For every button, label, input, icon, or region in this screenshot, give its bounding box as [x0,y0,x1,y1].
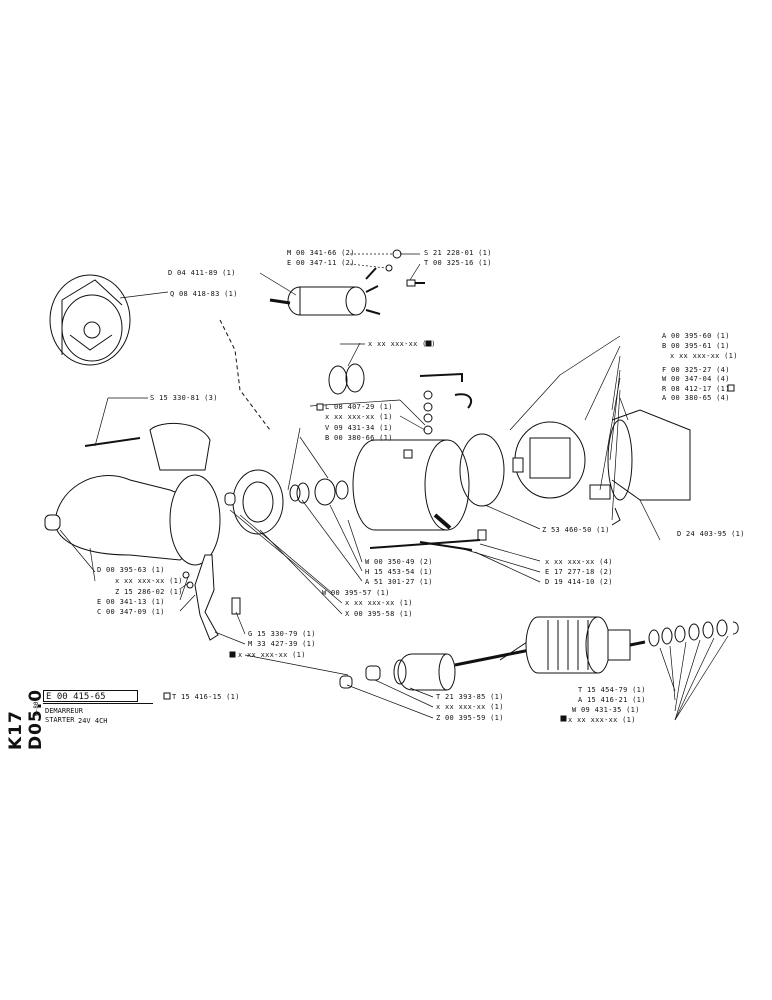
label-z-53-460-50: Z 53 460-50 (1) [542,526,610,534]
label-r-08-412-17: R 08 412-17 (1) [662,385,730,393]
label-d-24-403-95: D 24 403-95 (1) [677,530,745,538]
title-french: DEMARREUR [45,707,83,715]
shift-lever [182,554,241,641]
solenoid-assembly [269,249,425,316]
title-spec: 24V 4CH [78,717,108,725]
label-xx-top: x xx xxx-xx (1) [368,340,436,348]
label-xx-rod: x xx xxx-xx (4) [545,558,613,566]
label-xx-armature: x xx xxx-xx (1) [568,716,636,724]
label-g-15-330-79: G 15 330-79 (1) [248,630,316,638]
label-a-15-416-21: A 15 416-21 (1) [578,696,646,704]
label-xx-mid: x xx xxx-xx (1) [325,413,393,421]
drive-end-housing [44,422,221,566]
label-m-33-427-39: M 33 427-39 (1) [248,640,316,648]
field-frame-yoke [352,439,470,531]
label-d-19-414-10: D 19 414-10 (2) [545,578,613,586]
label-b-00-395-61: B 00 395-61 (1) [662,342,730,350]
gasket-ring [459,433,505,507]
label-d-00-395-63: D 00 395-63 (1) [97,566,165,574]
label-t-21-393-85: T 21 393-85 (1) [436,693,504,701]
end-washers [648,619,739,647]
title-divider [43,703,153,704]
label-xx-left: x xx xxx-xx (1) [115,577,183,585]
label-a-51-301-27: A 51 301-27 (1) [365,578,433,586]
washer-stack [224,469,349,535]
label-xx-t21: x xx xxx-xx (1) [436,703,504,711]
leader-lines [59,253,729,721]
label-l-08-407-29: L 08 407-29 (1) [325,403,393,411]
label-a-00-395-60: A 00 395-60 (1) [662,332,730,340]
label-a-00-380-65: A 00 380-65 (4) [662,394,730,402]
armature [454,616,646,674]
top-note: T 15 416-15 (1) [172,693,240,701]
title-english: STARTER [45,716,75,724]
label-w-00-350-49: W 00 350-49 (2) [365,558,433,566]
brush-set [328,363,473,435]
label-m-00-341-66: M 00 341-66 (2) [287,249,355,257]
label-t-15-454-79: T 15 454-79 (1) [578,686,646,694]
label-z-15-286-02: Z 15 286-02 (1) [115,588,183,596]
label-s-21-228-01: S 21 228-01 (1) [424,249,492,257]
label-w-09-431-35: W 09 431-35 (1) [572,706,640,714]
label-xx-right: x xx xxx-xx (1) [670,352,738,360]
label-xx-x00: x xx xxx-xx (1) [345,599,413,607]
label-z-00-395-59: Z 00 395-59 (1) [436,714,504,722]
label-s-15-330-81: S 15 330-81 (3) [150,394,218,402]
brush-holder-assembly [512,409,691,526]
label-e-17-277-18: E 17 277-18 (2) [545,568,613,576]
label-t-00-325-16: T 00 325-16 (1) [424,259,492,267]
label-f-00-325-27: F 00 325-27 (4) [662,366,730,374]
sheet-side-date: 6-80 [33,701,40,716]
label-w-00-347-04: W 00 347-04 (4) [662,375,730,383]
label-w-00-395-57: W 00 395-57 (1) [322,589,390,597]
label-d-04-411-89: D 04 411-89 (1) [168,269,236,277]
field-housing-endview [49,274,131,366]
through-bolts [369,529,487,551]
label-e-00-341-13: E 00 341-13 (1) [97,598,165,606]
part-number: E 00 415-65 [43,690,138,702]
label-c-00-347-09: C 00 347-09 (1) [97,608,165,616]
label-v-09-431-34: V 09 431-34 (1) [325,424,393,432]
label-x-00-395-58: X 00 395-58 (1) [345,610,413,618]
label-e-00-347-11: E 00 347-11 (2) [287,259,355,267]
label-xx-bottom: x xx xxx-xx (1) [238,651,306,659]
label-q-08-418-83: Q 08 418-83 (1) [170,290,238,298]
drive-pinion [339,653,456,691]
label-b-00-380-66: B 00 380-66 (1) [325,434,393,442]
label-h-15-453-54: H 15 453-54 (1) [365,568,433,576]
sheet-side-code: K17 D05.0 [6,688,46,750]
